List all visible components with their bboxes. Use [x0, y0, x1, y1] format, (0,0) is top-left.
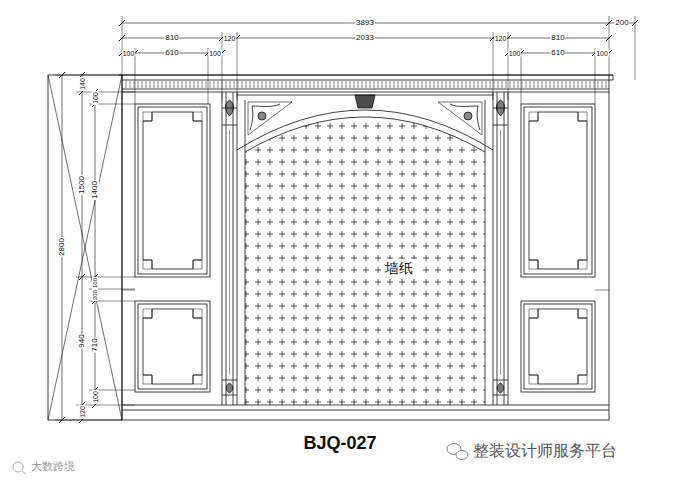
- dimension-value: 610: [164, 49, 179, 57]
- dimension-value: 3893: [355, 19, 375, 27]
- dimension-value: 100: [595, 50, 609, 57]
- dimension-value: 100: [92, 390, 99, 404]
- dimension-value: 140: [79, 77, 86, 91]
- dimension-value: 610: [550, 49, 565, 57]
- dimension-value: 1400: [91, 180, 99, 200]
- dimension-value: 2033: [355, 34, 375, 42]
- material-text: 墙纸: [385, 260, 415, 277]
- dimension-value: 100: [508, 50, 522, 57]
- dimension-value: 100: [208, 50, 222, 57]
- dimension-value: 100: [92, 277, 98, 289]
- dimension-value: 100: [92, 91, 99, 105]
- dimension-value: 810: [550, 34, 565, 42]
- dimension-value: 120: [494, 35, 508, 42]
- watermark-text: 大数跨境: [30, 461, 76, 472]
- dimension-value: 810: [164, 34, 179, 42]
- dimension-value: 100: [122, 50, 136, 57]
- dimension-value: 2800: [58, 237, 66, 257]
- drawing-number: BJQ-027: [302, 434, 377, 452]
- dimension-value: 940: [78, 333, 86, 348]
- dimension-value: 200: [92, 289, 98, 301]
- dimension-value: 710: [91, 337, 99, 352]
- dimension-value: 200: [614, 19, 629, 27]
- dimension-value: 120: [223, 35, 237, 42]
- watermark-text: 整装设计师服务平台: [472, 443, 618, 459]
- material-label: 墙纸: [382, 259, 418, 278]
- dimension-value: 1500: [78, 175, 86, 195]
- dimension-value: 120: [79, 405, 86, 419]
